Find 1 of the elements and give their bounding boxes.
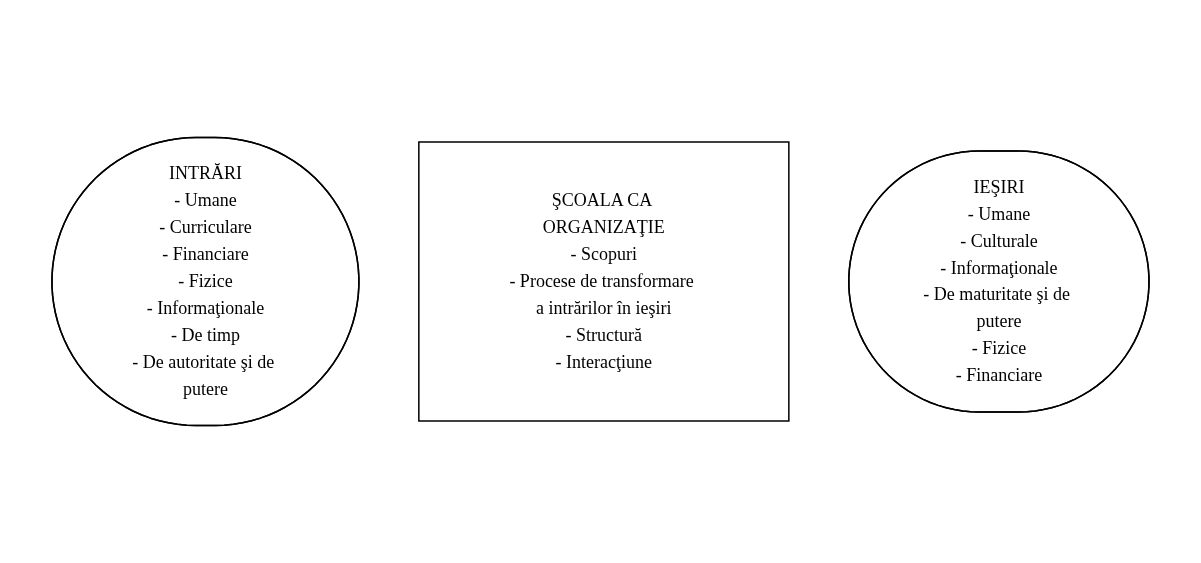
- node-box: ŞCOALA CA ORGANIZAŢIE - Scopuri - Procese de transformare a intrărilor în ieşiri - Structură - Interacţiune: [418, 141, 790, 422]
